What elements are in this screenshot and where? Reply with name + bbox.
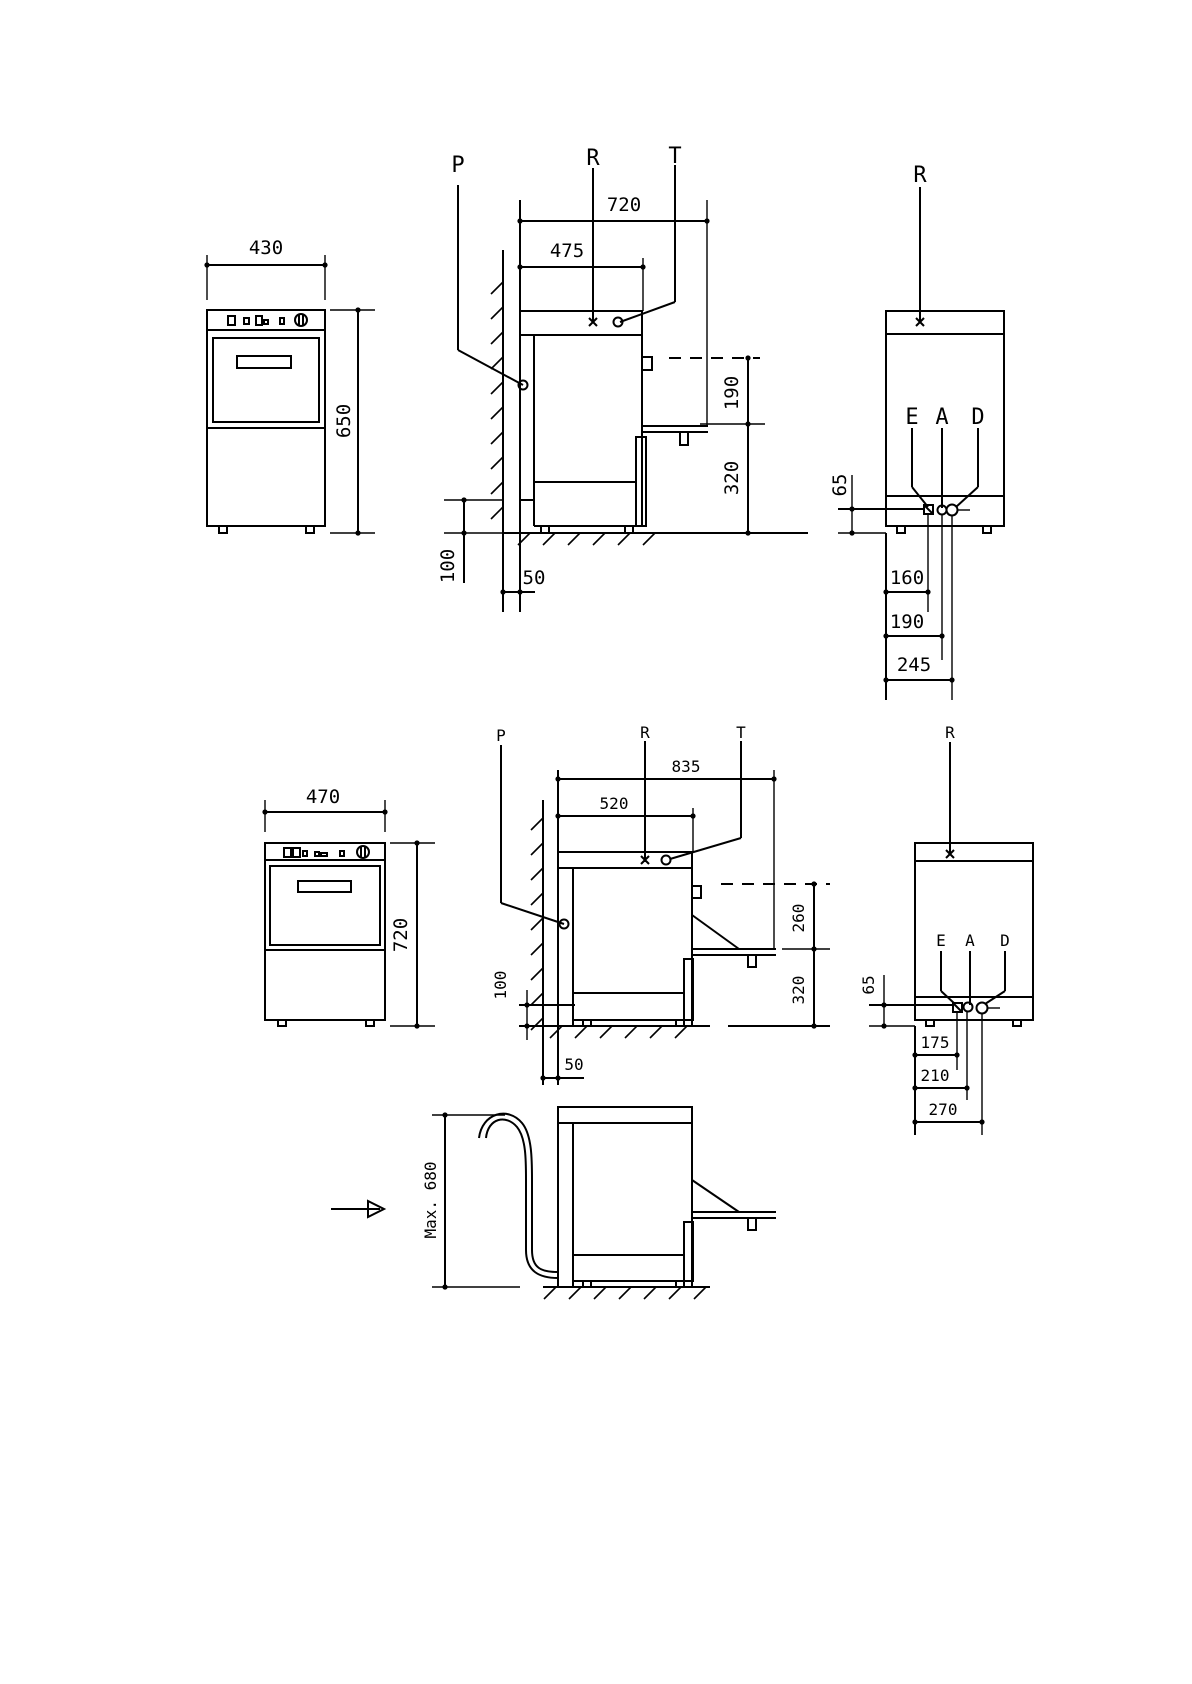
lower-side-depth-label: 835 (672, 757, 701, 776)
upper-side-lower-h-label: 320 (721, 461, 743, 495)
lower-rear-h-label: 65 (859, 975, 878, 994)
lower-side-label-t: T (736, 723, 746, 742)
lower-rear-d2-label: 210 (921, 1066, 950, 1085)
lower-front-width-label: 470 (306, 786, 340, 808)
drain-max-height-label: Max. 680 (421, 1161, 440, 1238)
upper-side-label-t: T (668, 144, 681, 169)
lower-side-wall-h-label: 100 (491, 971, 510, 1000)
upper-rear-d2-label: 190 (890, 611, 924, 633)
upper-front-width-label: 430 (249, 237, 283, 259)
upper-side-label-p: P (451, 153, 464, 178)
upper-front-view (204, 255, 375, 536)
upper-side-depth-label: 720 (607, 194, 641, 216)
lower-front-height-label: 720 (390, 918, 412, 952)
lower-rear-label-a: A (965, 931, 975, 950)
drain-detail-view (331, 1107, 776, 1299)
lower-side-gap-label: 50 (564, 1055, 583, 1074)
lower-side-upper-h-label: 260 (789, 904, 808, 933)
upper-side-view (444, 165, 808, 612)
lower-side-label-p: P (496, 726, 506, 745)
lower-rear-label-r: R (945, 723, 955, 742)
lower-side-lower-h-label: 320 (789, 976, 808, 1005)
upper-side-inner-label: 475 (550, 240, 584, 262)
upper-rear-label-e: E (905, 405, 918, 430)
upper-side-gap-label: 50 (523, 567, 546, 589)
lower-rear-label-d: D (1000, 931, 1010, 950)
lower-rear-label-e: E (936, 931, 946, 950)
lower-rear-d1-label: 175 (921, 1033, 950, 1052)
upper-front-height-label: 650 (333, 404, 355, 438)
lower-side-view (501, 741, 830, 1085)
upper-side-upper-h-label: 190 (721, 376, 743, 410)
upper-side-wall-h-label: 100 (437, 549, 459, 583)
upper-rear-d3-label: 245 (897, 654, 931, 676)
upper-side-label-r: R (586, 146, 600, 171)
lower-front-view (262, 800, 435, 1029)
lower-rear-d3-label: 270 (929, 1100, 958, 1119)
upper-rear-label-r: R (913, 163, 927, 188)
upper-rear-label-a: A (935, 405, 948, 430)
upper-rear-h-label: 65 (829, 474, 851, 497)
upper-rear-label-d: D (971, 405, 984, 430)
upper-rear-d1-label: 160 (890, 567, 924, 589)
lower-side-label-r: R (640, 723, 650, 742)
lower-side-inner-label: 520 (600, 794, 629, 813)
